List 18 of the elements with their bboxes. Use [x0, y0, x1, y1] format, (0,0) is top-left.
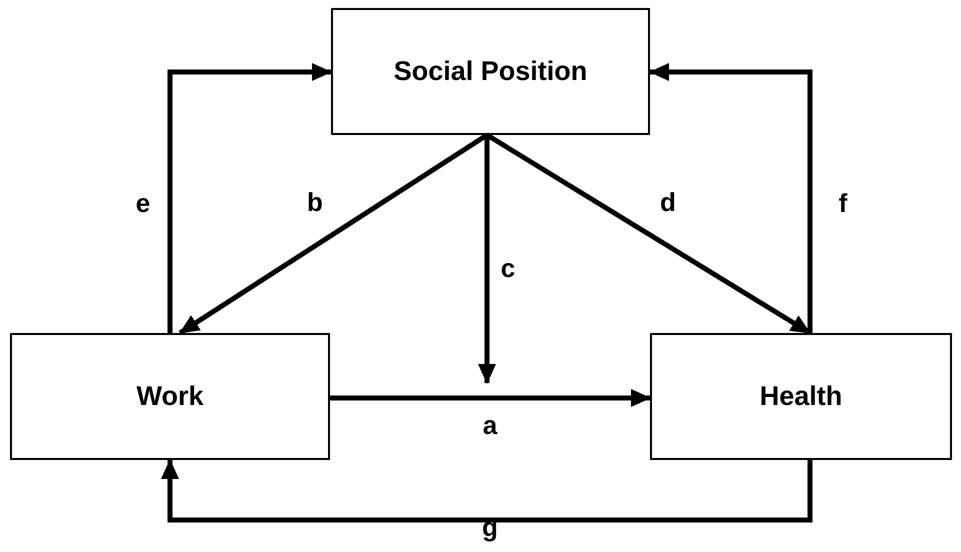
edge-label: e — [136, 190, 150, 216]
process-box — [10, 333, 330, 460]
box-label: Health — [760, 380, 842, 414]
arrow — [330, 389, 651, 407]
edge-label: f — [838, 190, 848, 216]
arrow — [649, 63, 812, 333]
process-box — [331, 8, 650, 135]
arrow — [478, 135, 496, 384]
edge-label: a — [482, 412, 498, 438]
arrow — [161, 459, 812, 522]
arrow — [168, 63, 332, 333]
box-label: Work — [136, 380, 204, 414]
edge-label: c — [500, 255, 516, 281]
edge-label: g — [482, 514, 498, 540]
edge-label: d — [660, 189, 676, 215]
box-label: Social Position — [394, 55, 588, 88]
edge-label: b — [307, 189, 323, 215]
process-box — [650, 333, 952, 460]
